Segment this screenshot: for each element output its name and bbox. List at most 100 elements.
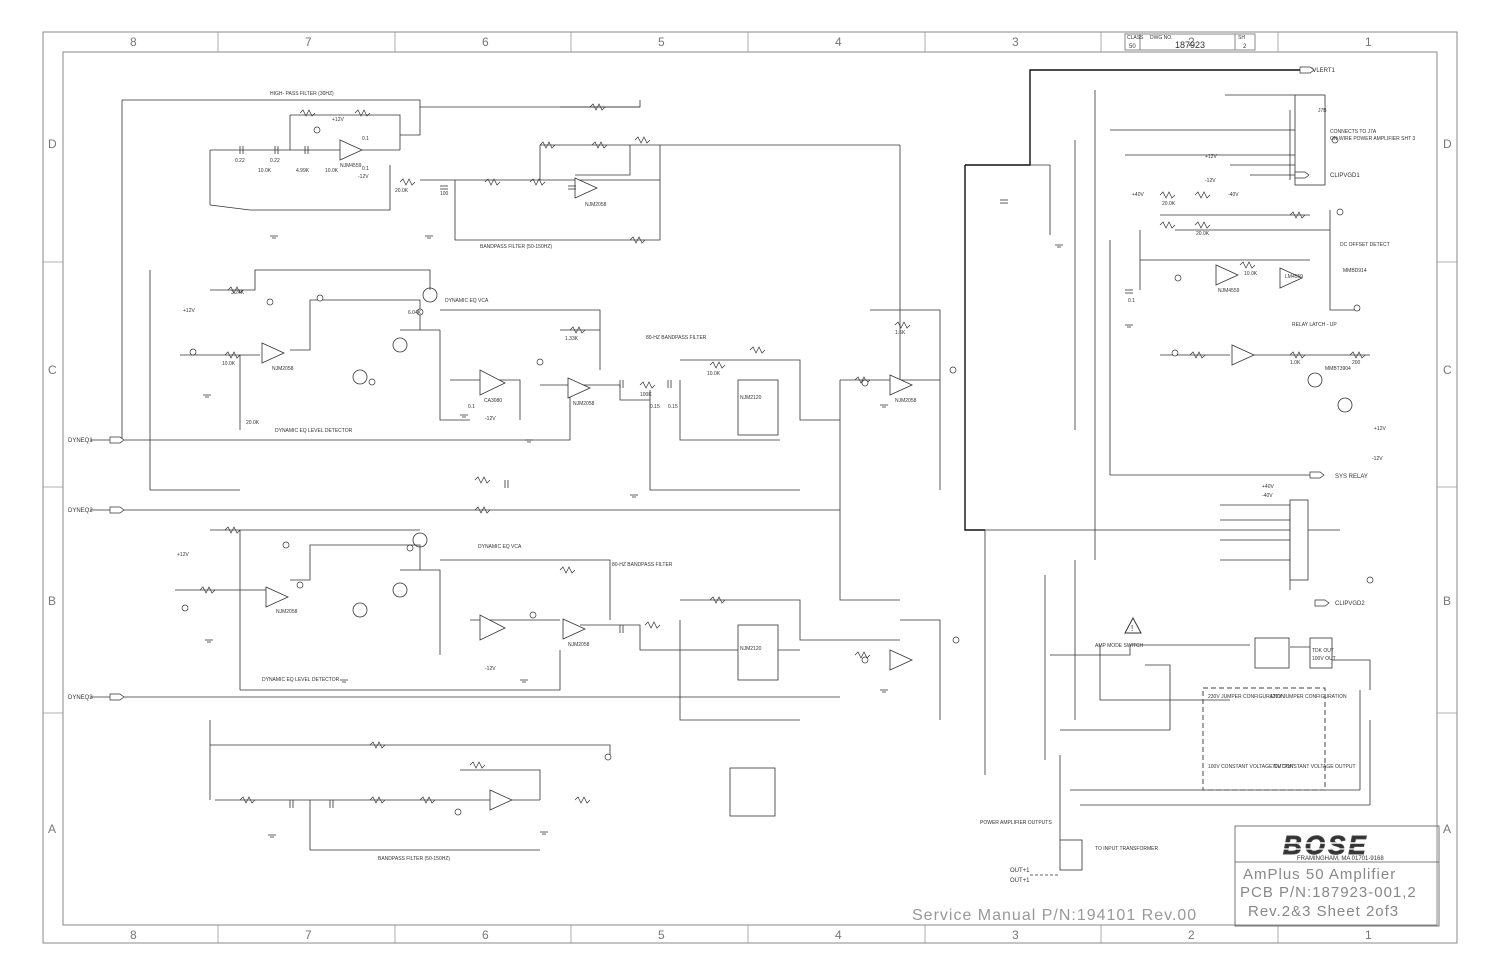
grid-col: 6 <box>482 928 489 942</box>
ic-label: NJM2058 <box>573 401 595 407</box>
grid-col: 8 <box>130 928 137 942</box>
opamp-u4 <box>479 369 506 396</box>
warning-triangle-icon <box>1124 616 1142 634</box>
ground-symbols <box>203 235 1133 838</box>
const-70-label: 70V CONSTANT VOLTAGE OUTPUT <box>1272 764 1356 770</box>
ic-label: NJM2058 <box>895 398 917 404</box>
vca-ic-2 <box>737 624 779 681</box>
value-label: 10.0K <box>258 168 272 174</box>
net-clipvgd2: CLIPVGD2 <box>1335 601 1365 607</box>
dwg-value: 187923 <box>1175 40 1205 50</box>
opamp-u3 <box>261 342 285 364</box>
value-label: 6.04K <box>408 310 422 316</box>
grid-col: 4 <box>835 35 842 49</box>
class-header: CLASS <box>1127 35 1144 41</box>
sheet-border <box>42 31 1458 944</box>
const-100-label: 100V CONSTANT VOLTAGE OUTPUT <box>1208 764 1294 770</box>
relay-latch-label: RELAY LATCH - UP <box>1292 322 1337 328</box>
grid-row: A <box>48 822 56 836</box>
rail-label: -40V <box>1262 493 1273 499</box>
grid-col: 7 <box>305 928 312 942</box>
value-label: 1.5K <box>895 330 906 336</box>
connector-j7 <box>1294 94 1326 186</box>
drawing-number-box: CLASS DWG NO. SH 50 187923 2 <box>1124 33 1256 51</box>
value-label: 10.0K <box>222 361 236 367</box>
xfmr-note-label: TO INPUT TRANSFORMER <box>1095 846 1158 852</box>
dc-offset-label: DC OFFSET DETECT <box>1340 242 1390 248</box>
opamp-u6 <box>889 374 913 396</box>
grid-col: 5 <box>658 35 665 49</box>
value-label: 10.0K <box>325 168 339 174</box>
value-label: 20.0K <box>1196 231 1210 237</box>
rail-label: +40V <box>1262 484 1274 490</box>
sheet-header: SH <box>1238 35 1245 41</box>
title-line-1: AmPlus 50 Amplifier <box>1243 866 1396 883</box>
bp80-2-label: 80-HZ BANDPASS FILTER <box>612 562 673 568</box>
ic-small-a <box>729 767 776 817</box>
value-label: 20.0K <box>246 420 260 426</box>
value-label: MMBD914 <box>1343 268 1367 274</box>
relay-block-2 <box>1309 637 1333 669</box>
value-label: 0.1 <box>468 404 475 410</box>
value-label: 20.0K <box>1162 201 1176 207</box>
opamp-u15 <box>1231 344 1255 366</box>
test-points <box>181 126 1374 816</box>
grid-col: 3 <box>1012 928 1019 942</box>
grid-row: C <box>48 363 57 377</box>
value-labels: 0.22 0.22 10.0K 4.99K 10.0K 0.1 0.1 100 … <box>222 136 1367 426</box>
wires <box>90 69 1371 851</box>
grid-row: D <box>48 137 57 151</box>
address-text: FRAMINGHAM, MA 01701-9168 <box>1297 856 1384 862</box>
grid-col: 1 <box>1365 35 1372 49</box>
grid-rows-right: D C B A <box>1443 137 1452 836</box>
ic-label: NJM2120 <box>740 395 762 401</box>
value-label: 0.1 <box>1128 298 1135 304</box>
ic-label: LM4559 <box>1285 274 1303 280</box>
grid-col: 6 <box>482 35 489 49</box>
ic-label: NJM2058 <box>585 202 607 208</box>
ic-label: NJM2058 <box>272 366 294 372</box>
rail-label: +40V <box>1132 192 1144 198</box>
opamp-u1 <box>339 139 363 161</box>
rail-label: -12V <box>485 666 496 672</box>
jumper-120-label: 120V JUMPER CONFIGURATION <box>1270 694 1347 700</box>
value-label: 20.0K <box>395 188 409 194</box>
ic-label: NJM2058 <box>568 642 590 648</box>
opamp-u14 <box>1279 267 1303 289</box>
grid-row: B <box>1443 594 1451 608</box>
transistors <box>352 287 1353 618</box>
rail-label: -12V <box>1372 456 1383 462</box>
bose-logo-text: BOSE <box>1283 830 1369 860</box>
grid-col: 2 <box>1188 35 1195 49</box>
net-dyneq2: DYNEQ2 <box>68 508 93 514</box>
ic-label: MMBT3904 <box>1325 366 1351 372</box>
vca-ic-1 <box>737 379 779 436</box>
grid-col: 7 <box>305 35 312 49</box>
jumper-config-box <box>1202 687 1326 791</box>
net-out2: OUT+1 <box>1010 878 1030 884</box>
opamps <box>261 139 1303 811</box>
value-label: 4.99K <box>296 168 310 174</box>
value-label: 0.15 <box>650 404 660 410</box>
power-amp-outputs-label: POWER AMPLIFIER OUTPUTS <box>980 820 1052 826</box>
opamp-u13 <box>1215 264 1239 286</box>
on-wire-label: ON WIRE POWER AMPLIFIER SHT 3 <box>1330 136 1415 142</box>
rail-label: +12V <box>1374 426 1386 432</box>
bose-logo: BOSE <box>1278 830 1420 861</box>
ic-blocks <box>729 94 1333 817</box>
highpass-label: HIGH- PASS FILTER (30HZ) <box>270 91 334 97</box>
dyn-eq-level-2-label: DYNAMIC EQ LEVEL DETECTOR <box>262 677 340 683</box>
value-label: 100K <box>640 392 652 398</box>
rail-label: -12V <box>358 174 369 180</box>
value-label: 10.0K <box>707 371 721 377</box>
title-line-3: Rev.2&3 Sheet 2of3 <box>1248 903 1399 920</box>
jumper-230-label: 230V JUMPER CONFIGURATION <box>1208 694 1285 700</box>
capacitors <box>239 146 1133 808</box>
net-clipvgd1: CLIPVGD1 <box>1330 173 1360 179</box>
grid-row: A <box>1443 822 1451 836</box>
drawing-area-border <box>62 51 1438 926</box>
grid-columns-top: 8 7 6 5 4 3 2 1 <box>130 35 1372 49</box>
value-label: 3.24K <box>231 290 245 296</box>
amp-mode-label: AMP MODE SWITCH <box>1095 643 1144 649</box>
bandpass-bot-label: BANDPASS FILTER (50-150HZ) <box>378 856 450 862</box>
